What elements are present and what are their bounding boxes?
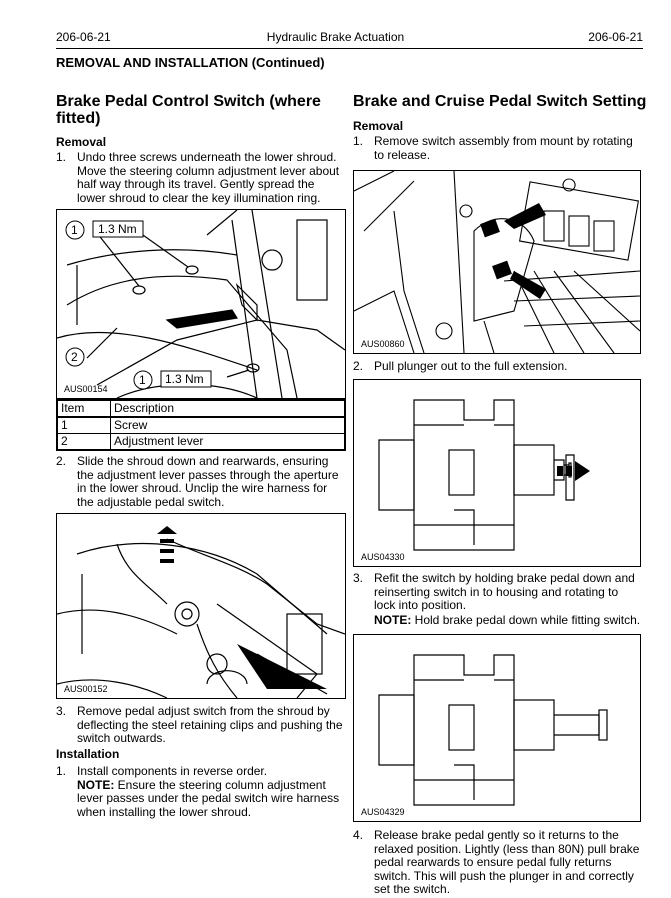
figure-switch-rotate: AUS00860 — [353, 170, 641, 354]
switch-mount-drawing — [354, 171, 640, 353]
step-number: 1. — [353, 134, 364, 148]
left-installation-label: Installation — [56, 747, 120, 761]
step-number: 3. — [353, 571, 364, 585]
table-row: 2 Adjustment lever — [56, 433, 346, 451]
step-line: switch outwards. — [77, 731, 166, 745]
step-line: Remove pedal adjust switch from the shro… — [77, 704, 330, 718]
figure-code: AUS04329 — [361, 807, 405, 817]
step-line: the adjustable pedal switch. — [77, 494, 225, 509]
shroud-removal-drawing — [57, 526, 345, 698]
callout-torque: 1.3 Nm — [98, 222, 137, 236]
callout-torque: 1.3 Nm — [165, 372, 204, 386]
step-line: to release. — [374, 147, 431, 162]
note-text: Ensure the steering column adjustment — [114, 777, 326, 792]
left-heading-line1: Brake Pedal Control Switch (where — [56, 93, 321, 110]
callout-number: 1 — [71, 223, 78, 237]
note-line: NOTE: Hold brake pedal down while fittin… — [374, 613, 641, 628]
step-number: 2. — [56, 454, 67, 468]
table-cell: 2 — [56, 433, 111, 451]
table-row: 1 Screw — [56, 416, 346, 434]
page-number-left: 206-06-21 — [56, 30, 111, 44]
step-number: 2. — [353, 359, 364, 373]
left-removal-label: Removal — [56, 135, 107, 149]
note-line: when installing the lower shroud. — [77, 804, 252, 819]
table-header-row: Item Description — [56, 399, 346, 418]
table-cell: 1 — [56, 416, 111, 434]
figure-code: AUS00152 — [64, 684, 108, 694]
step-line: pedal rearwards to ensure pedal fully re… — [374, 855, 612, 869]
note-line: lever passes under the pedal switch wire… — [77, 791, 340, 805]
step-line: Slide the shroud down and rearwards, ens… — [77, 454, 329, 468]
step-line: Remove switch assembly from mount by rot… — [374, 134, 633, 148]
section-title: REMOVAL AND INSTALLATION (Continued) — [56, 55, 325, 70]
step-line: deflecting the steel retaining clips and… — [77, 717, 343, 732]
table-cell: Screw — [110, 416, 346, 434]
step-line: Pull plunger out to the full extension. — [374, 359, 568, 373]
shroud-drawing — [57, 210, 345, 398]
step-line: the adjustment lever passes through the … — [77, 467, 339, 482]
step-line: set the switch. — [374, 882, 451, 896]
page-number-right: 206-06-21 — [588, 30, 643, 44]
callout-number: 2 — [71, 350, 78, 364]
table-header-cell: Description — [110, 399, 346, 418]
note-line: NOTE: Ensure the steering column adjustm… — [77, 777, 326, 793]
figure-lower-shroud-screws: 1 1.3 Nm 2 1 1.3 Nm AUS00154 — [56, 209, 346, 399]
figure-code: AUS00860 — [361, 339, 405, 349]
table-header-cell: Item — [56, 399, 111, 418]
step-line: Refit the switch by holding brake pedal … — [374, 571, 635, 585]
plunger-extended-drawing — [378, 399, 590, 551]
note-label: NOTE: — [77, 777, 115, 792]
step-line: Release brake pedal gently so it returns… — [374, 828, 619, 842]
figure-code: AUS00154 — [64, 384, 108, 394]
plunger-set-drawing — [378, 654, 608, 806]
step-number: 4. — [353, 828, 364, 842]
step-line: Move the steering column adjustment leve… — [77, 163, 340, 178]
table-cell: Adjustment lever — [110, 433, 346, 451]
step-line: lock into position. — [374, 598, 467, 612]
step-line: lower shroud to clear the key illuminati… — [77, 190, 321, 205]
step-line: Install components in reverse order. — [77, 764, 268, 778]
step-number: 1. — [56, 150, 67, 164]
step-number: 1. — [56, 764, 67, 778]
items-table: Item Description 1 Screw 2 Adjustment le… — [56, 399, 346, 451]
header-title: Hydraulic Brake Actuation — [266, 30, 405, 44]
step-number: 3. — [56, 704, 67, 718]
step-line: relaxed position. Lightly (less than 80N… — [374, 841, 640, 856]
header-rule — [56, 48, 643, 49]
callout-number: 1 — [139, 373, 146, 387]
step-line: in the lower shroud. Unclip the wire har… — [77, 481, 328, 495]
step-line: switch. This will push the plunger in an… — [374, 868, 634, 883]
step-line: half way through its travel. Gently spre… — [77, 177, 315, 191]
figure-plunger-extended: AUS04330 — [353, 379, 641, 567]
right-removal-label: Removal — [353, 119, 404, 133]
step-line: reinserting switch in to housing and rot… — [374, 584, 619, 599]
figure-code: AUS04330 — [361, 552, 405, 562]
figure-plunger-set: AUS04329 — [353, 634, 641, 822]
step-line: Undo three screws underneath the lower s… — [77, 150, 337, 164]
right-heading: Brake and Cruise Pedal Switch Setting — [353, 93, 647, 110]
note-label: NOTE: — [374, 613, 412, 627]
figure-shroud-removal: AUS00152 — [56, 513, 346, 699]
note-text: Hold brake pedal down while fitting swit… — [411, 613, 641, 627]
left-heading-line2: fitted) — [56, 110, 101, 127]
